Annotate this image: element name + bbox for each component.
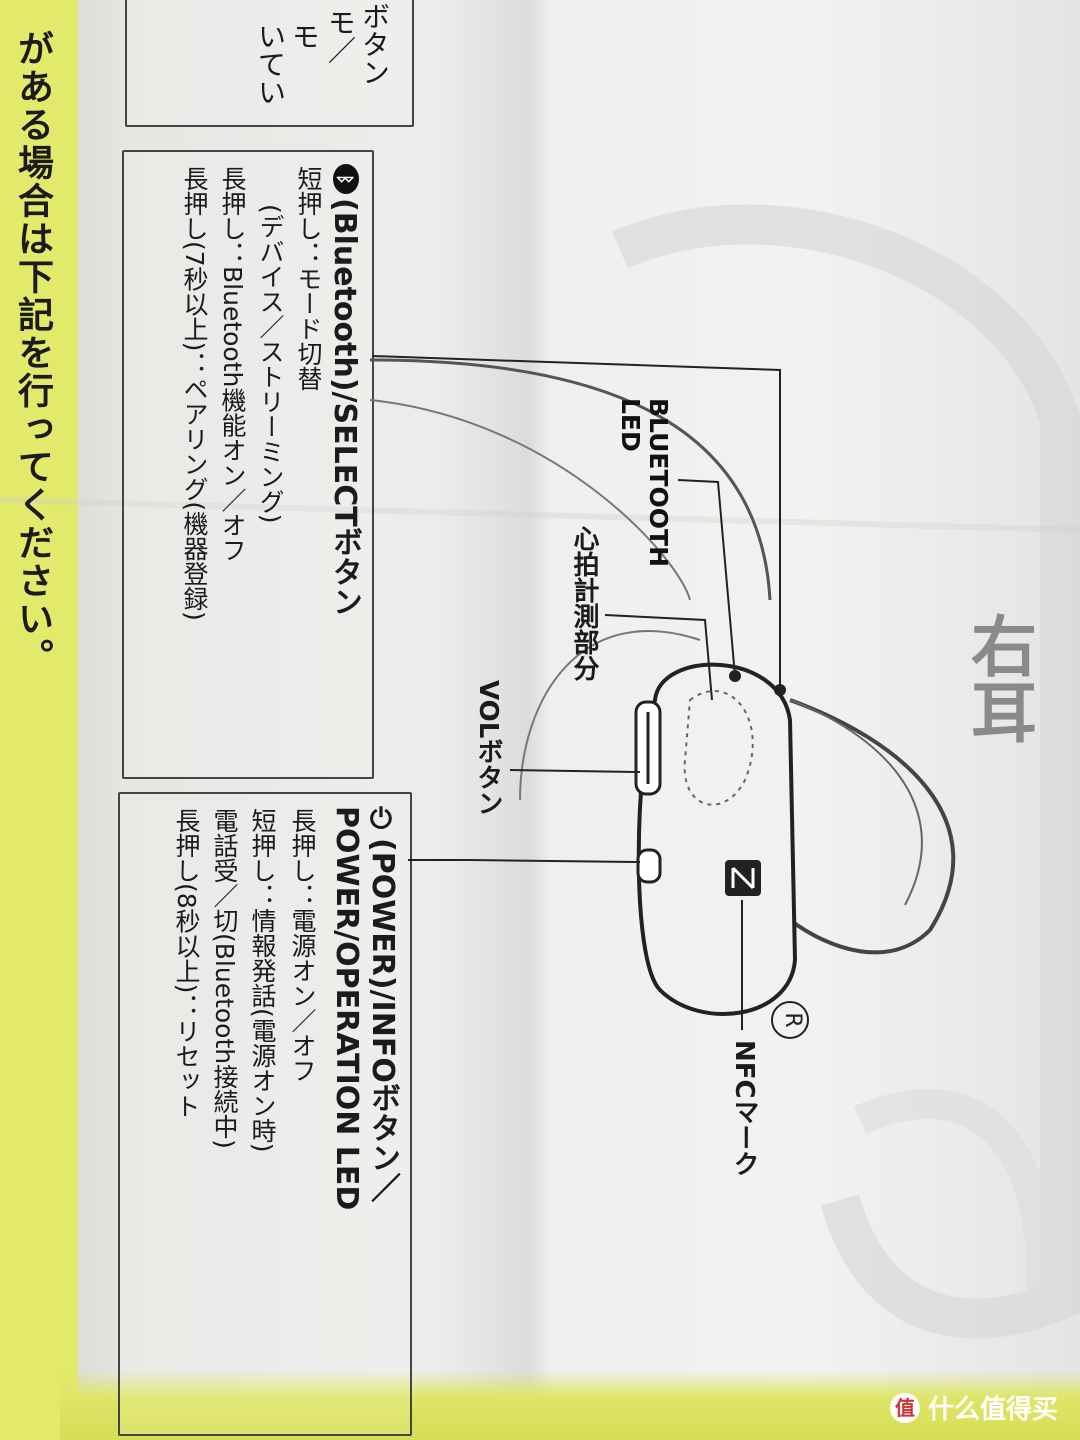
power-info-title: (POWER)/INFOボタン／: [365, 838, 400, 1203]
left-margin-instruction: がある場合は下記を行ってください。: [12, 30, 53, 676]
right-ear-heading: 右耳: [960, 612, 1037, 744]
bluetooth-select-title-row: ᛒ (Bluetooth)/SELECTボタン: [322, 164, 366, 617]
bt-line-2: (デバイス／ストリーミング): [256, 204, 285, 524]
top-box-fragment-3: モ: [288, 22, 321, 50]
bluetooth-select-box: ᛒ (Bluetooth)/SELECTボタン 短押し：モード切替 (デバイス／ス…: [122, 150, 374, 779]
bt-line-4: 長押し(7秒以上)：ペアリング(機器登録): [180, 166, 209, 621]
power-info-box: ⏻ (POWER)/INFOボタン／ POWER/OPERATION LED 長押…: [118, 792, 412, 1436]
watermark-text: 什么值得买: [927, 1395, 1058, 1425]
bluetooth-icon: ᛒ: [333, 164, 359, 194]
top-box-fragment-2: モ／: [324, 8, 357, 64]
bt-line-3: 長押し：Bluetooth機能オン／オフ: [218, 166, 247, 563]
power-icon: ⏻: [366, 806, 399, 834]
bt-line-1: 短押し：モード切替: [294, 166, 323, 391]
power-line-2: 短押し：情報発話(電源オン時): [248, 808, 277, 1153]
power-line-1: 長押し：電源オン／オフ: [288, 808, 317, 1083]
nfc-mark-label: NFCマーク: [729, 1040, 759, 1177]
yellow-page-edge: [0, 0, 78, 1440]
power-line-4: 長押し(8秒以上)：リセット: [172, 808, 201, 1119]
registered-mark: R: [780, 1012, 805, 1028]
top-box-fragment-1: ボタン: [358, 2, 391, 86]
top-cutoff-box: ボタン モ／ モ いてい: [125, 0, 414, 127]
bluetooth-led-label: BLUETOOTH LED: [616, 398, 673, 568]
vol-button-label: VOLボタン: [473, 680, 503, 817]
power-line-3: 電話受／切(Bluetooth接続中): [210, 808, 239, 1149]
top-box-fragment-4: いてい: [254, 22, 287, 106]
site-watermark: 值 什么值得买: [889, 1389, 1058, 1426]
power-title-row: ⏻ (POWER)/INFOボタン／: [360, 806, 404, 1203]
watermark-logo-icon: 值: [889, 1392, 920, 1423]
heart-rate-sensor-label: 心拍計測部分: [569, 525, 599, 681]
bluetooth-select-title: (Bluetooth)/SELECTボタン: [327, 198, 362, 617]
power-operation-led-label: POWER/OPERATION LED: [329, 806, 364, 1211]
